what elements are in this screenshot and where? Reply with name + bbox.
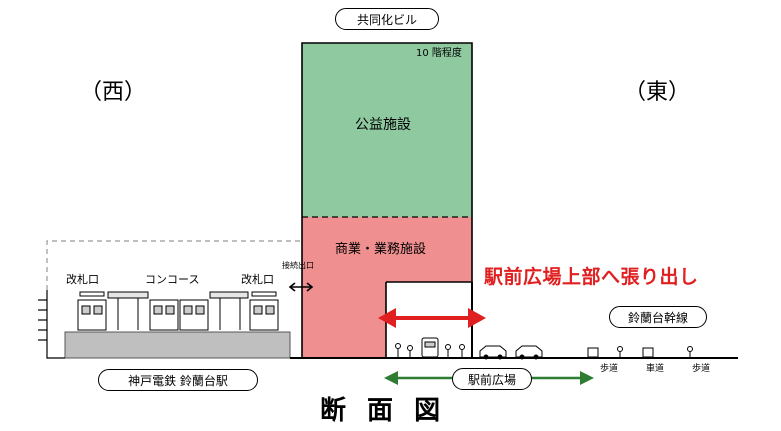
connection-arrow xyxy=(288,282,314,292)
train-car-1 xyxy=(77,299,107,331)
caption: 断 面 図 xyxy=(320,396,447,426)
car-icon-1 xyxy=(479,345,507,358)
embankment xyxy=(38,290,65,359)
plaza-label: 駅前広場 xyxy=(452,368,532,390)
floors-label: 10 階程度 xyxy=(416,48,462,59)
overhang-label: 駅前広場上部へ張り出し xyxy=(484,266,699,288)
ticket-gate-right-label: 改札口 xyxy=(241,273,274,286)
public-facility-block xyxy=(302,43,472,217)
station-name-label: 神戸電鉄 鈴蘭台駅 xyxy=(98,369,258,391)
road-cars xyxy=(479,345,543,360)
sidewalk-label-1: 歩道 xyxy=(600,364,619,374)
station-platform xyxy=(64,331,291,359)
train-car-2 xyxy=(149,299,179,331)
west-label: （西） xyxy=(80,80,147,105)
sidewalk-label-2: 車道 xyxy=(646,364,665,374)
connection-exit-label: 接続出口 xyxy=(282,261,314,270)
station-roof-outline xyxy=(46,240,302,290)
ticket-gate-left-label: 改札口 xyxy=(66,273,99,286)
train-car-3 xyxy=(179,299,209,331)
commercial-facility-label: 商業・業務施設 xyxy=(335,242,427,257)
building-label: 共同化ビル xyxy=(335,8,439,30)
train-cars xyxy=(77,299,279,331)
sidewalk-label-3: 歩道 xyxy=(692,364,711,374)
train-car-4 xyxy=(249,299,279,331)
sidewalk-figures xyxy=(587,346,693,358)
road-name-label: 鈴蘭台幹線 xyxy=(609,306,707,328)
public-facility-label: 公益施設 xyxy=(355,117,411,133)
concourse-label: コンコース xyxy=(145,273,200,286)
concourse-canopies xyxy=(79,291,277,330)
car-icon-2 xyxy=(515,345,543,358)
commercial-facility-block xyxy=(302,217,472,358)
east-label: （東） xyxy=(624,80,691,105)
plaza-figures xyxy=(395,337,465,358)
overhang-arrow xyxy=(378,308,486,328)
